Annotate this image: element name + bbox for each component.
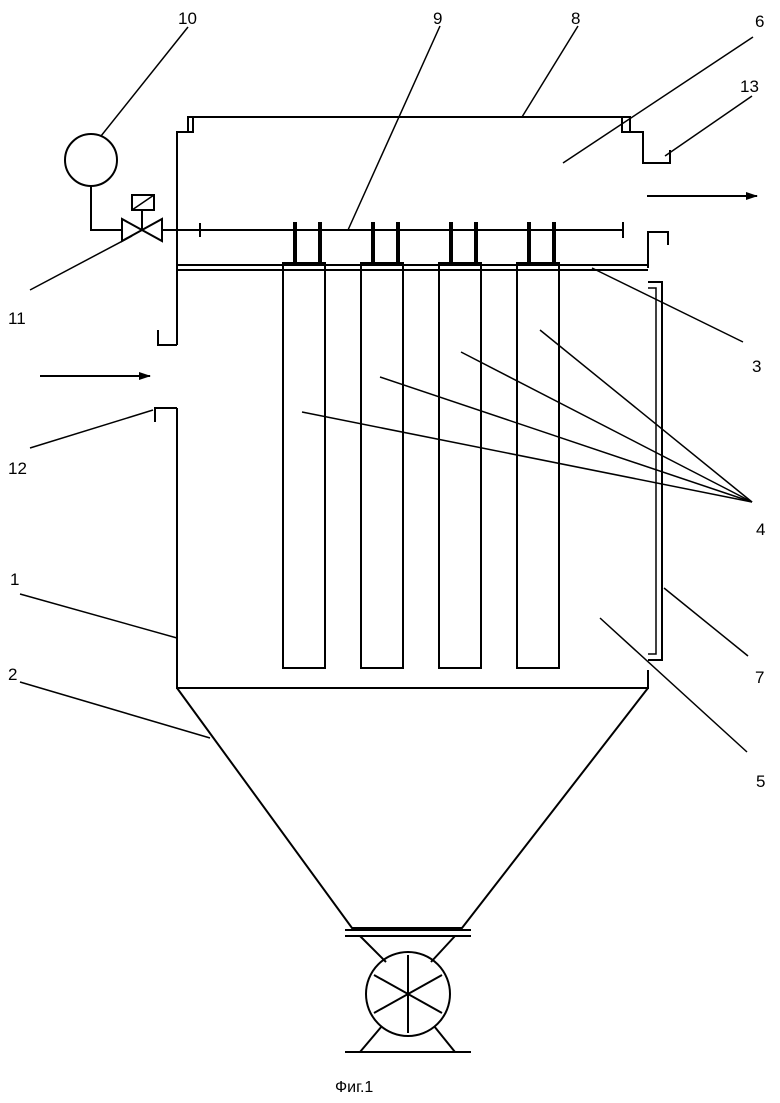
receiver-icon	[64, 133, 118, 187]
filter-element-2	[360, 262, 404, 669]
part-labels: 1 2 3 4 5 6 7 8 9 10 11 12 13	[8, 9, 765, 791]
figure-caption: Фиг.1	[335, 1079, 373, 1096]
label-5: 5	[756, 772, 765, 791]
label-13: 13	[740, 77, 759, 96]
compressed-air-supply	[64, 133, 163, 243]
hopper	[176, 687, 649, 929]
filter-element-3	[438, 262, 482, 669]
blow-pipe	[162, 222, 624, 238]
leader-lines	[19, 25, 754, 753]
label-1: 1	[10, 570, 19, 589]
label-7: 7	[755, 668, 764, 687]
blow-nozzles	[293, 222, 556, 263]
housing	[154, 268, 649, 689]
label-12: 12	[8, 459, 27, 478]
label-4: 4	[756, 520, 765, 539]
label-9: 9	[433, 9, 442, 28]
label-6: 6	[755, 12, 764, 31]
rotary-feeder	[345, 929, 471, 1053]
flow-arrows	[40, 192, 758, 380]
label-2: 2	[8, 665, 17, 684]
feeder-rotor-icon	[365, 951, 451, 1037]
label-8: 8	[571, 9, 580, 28]
clean-gas-chamber	[176, 116, 671, 268]
label-10: 10	[178, 9, 197, 28]
filter-element-1	[282, 262, 326, 669]
label-3: 3	[752, 357, 761, 376]
label-11: 11	[8, 309, 26, 328]
valve-icon	[121, 217, 163, 243]
solenoid-icon	[131, 194, 155, 211]
filter-elements	[282, 262, 560, 669]
filter-element-4	[516, 262, 560, 669]
tube-sheet	[177, 264, 648, 271]
